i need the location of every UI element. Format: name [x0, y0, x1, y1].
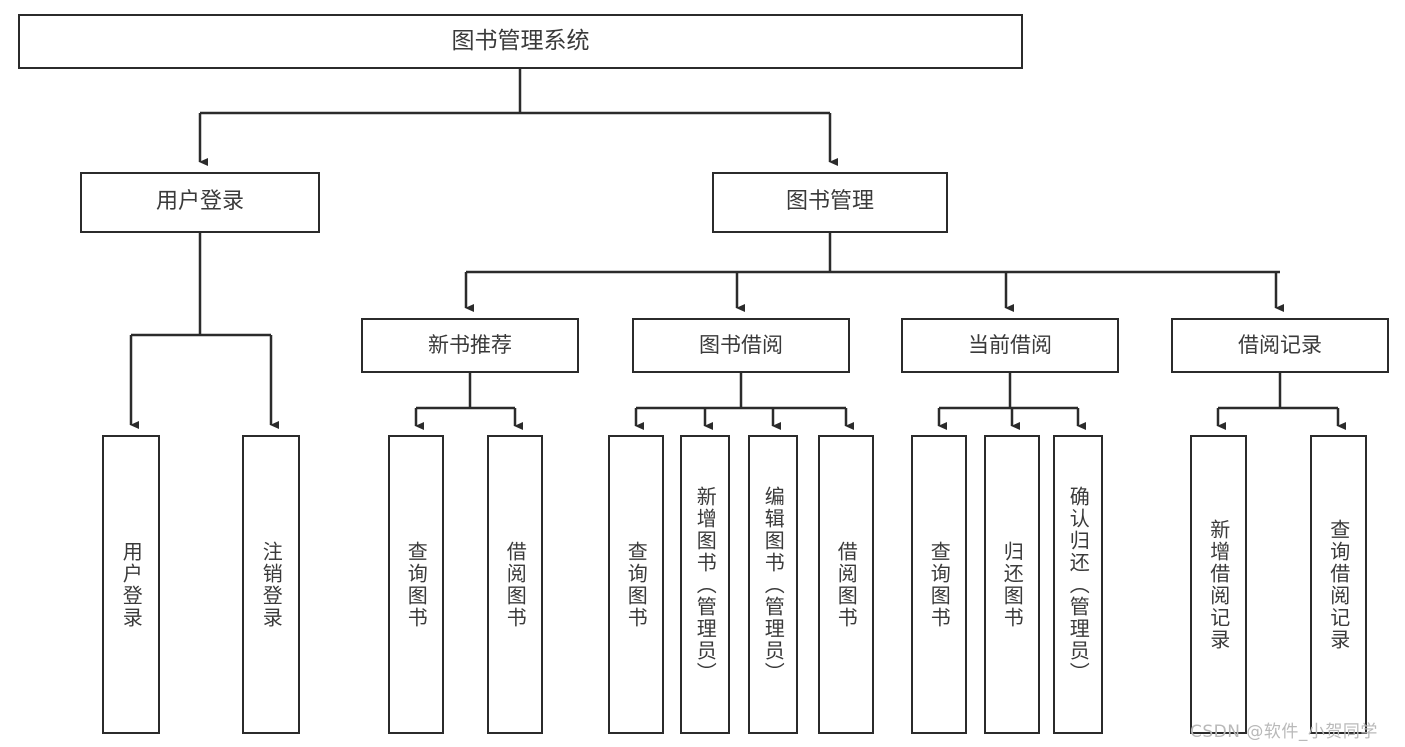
node-root-book-management-system[interactable]: 图书管理系统: [18, 14, 1023, 69]
node-label: 查询图书: [404, 540, 429, 629]
node-current-borrow[interactable]: 当前借阅: [901, 318, 1119, 373]
node-label: 借阅图书: [834, 540, 859, 629]
edges-new-book-recommend: [414, 373, 523, 430]
edges-current-borrow: [937, 373, 1086, 430]
node-leaf-query-book-recommend[interactable]: 查询图书: [388, 435, 444, 734]
edges-book-management: [464, 233, 1284, 312]
node-label: 借阅记录: [1238, 332, 1322, 357]
node-label: 查询图书: [927, 540, 952, 629]
node-label: 新增图书（管理员）: [693, 485, 718, 684]
node-leaf-add-borrow-record[interactable]: 新增借阅记录: [1190, 435, 1247, 734]
node-label: 用户登录: [155, 189, 244, 215]
node-label: 图书管理系统: [451, 27, 590, 54]
node-label: 借阅图书: [503, 540, 528, 629]
node-leaf-borrow-book-recommend[interactable]: 借阅图书: [487, 435, 543, 734]
edges-borrow-record: [1216, 373, 1346, 430]
node-user-login[interactable]: 用户登录: [80, 172, 320, 233]
node-leaf-user-login[interactable]: 用户登录: [102, 435, 160, 734]
node-book-management[interactable]: 图书管理: [712, 172, 948, 233]
node-leaf-query-book-current[interactable]: 查询图书: [911, 435, 967, 734]
node-label: 当前借阅: [968, 332, 1052, 357]
node-label: 图书借阅: [699, 332, 783, 357]
node-leaf-query-book-borrow[interactable]: 查询图书: [608, 435, 664, 734]
node-borrow-record[interactable]: 借阅记录: [1171, 318, 1389, 373]
node-label: 确认归还（管理员）: [1066, 485, 1091, 684]
node-label: 查询借阅记录: [1326, 518, 1351, 651]
node-book-borrow[interactable]: 图书借阅: [632, 318, 850, 373]
node-label: 图书管理: [785, 189, 874, 215]
edges-book-borrow: [634, 373, 854, 430]
node-leaf-add-book-admin[interactable]: 新增图书（管理员）: [680, 435, 730, 734]
node-label: 编辑图书（管理员）: [761, 485, 786, 684]
node-leaf-logout[interactable]: 注销登录: [242, 435, 300, 734]
node-leaf-query-borrow-record[interactable]: 查询借阅记录: [1310, 435, 1367, 734]
node-label: 新书推荐: [428, 332, 512, 357]
node-leaf-edit-book-admin[interactable]: 编辑图书（管理员）: [748, 435, 798, 734]
node-label: 用户登录: [119, 540, 144, 629]
node-leaf-borrow-book[interactable]: 借阅图书: [818, 435, 874, 734]
edges-root: [198, 69, 838, 166]
edges-user-login: [129, 233, 279, 429]
node-label: 新增借阅记录: [1206, 518, 1231, 651]
node-label: 注销登录: [259, 540, 284, 629]
node-label: 归还图书: [1000, 540, 1025, 629]
node-leaf-confirm-return-admin[interactable]: 确认归还（管理员）: [1053, 435, 1103, 734]
node-new-book-recommend[interactable]: 新书推荐: [361, 318, 579, 373]
node-leaf-return-book[interactable]: 归还图书: [984, 435, 1040, 734]
node-label: 查询图书: [624, 540, 649, 629]
csdn-watermark: CSDN @软件_小贺同学: [1190, 722, 1378, 742]
